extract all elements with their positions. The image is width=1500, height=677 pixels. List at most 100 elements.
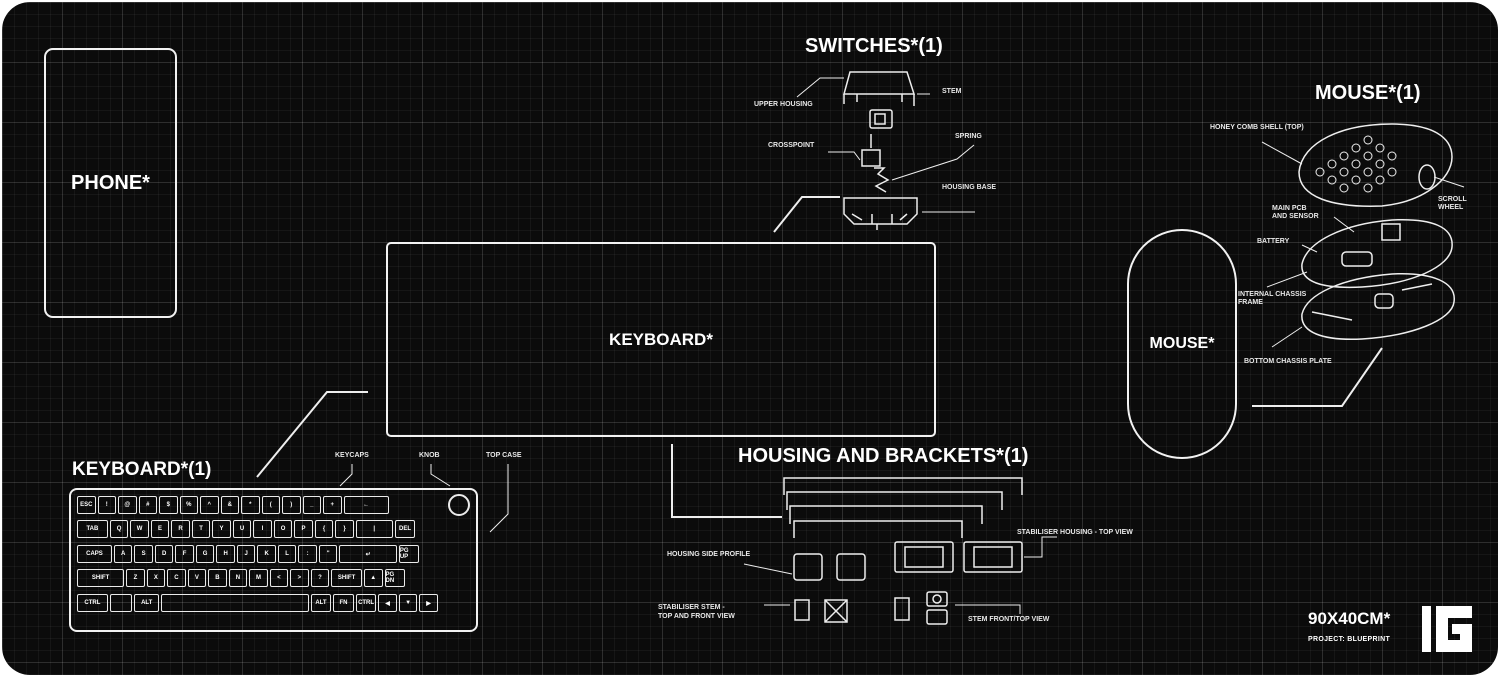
key: PG UP xyxy=(398,545,420,563)
housing-brackets-diagram xyxy=(743,477,1057,625)
label-keycaps: KEYCAPS xyxy=(335,452,369,459)
key: ▼ xyxy=(398,594,418,612)
key: { xyxy=(314,520,334,538)
phone-label: PHONE* xyxy=(71,171,150,194)
keyboard-zone: KEYBOARD* xyxy=(386,242,936,437)
switch-exploded-diagram xyxy=(796,71,975,230)
label-wheel: WHEEL xyxy=(1438,204,1464,211)
label-battery: BATTERY xyxy=(1257,238,1290,245)
key: ALT xyxy=(310,594,332,612)
label-honeycomb-shell: HONEY COMB SHELL (TOP) xyxy=(1210,124,1304,131)
keyboard-leader-line xyxy=(256,391,368,478)
key: ^ xyxy=(200,496,219,514)
key: H xyxy=(216,545,235,563)
key: ( xyxy=(261,496,280,514)
key: E xyxy=(150,520,170,538)
key: J xyxy=(236,545,256,563)
key: Y xyxy=(212,520,231,538)
key: N xyxy=(228,569,248,587)
size-label: 90X40CM* xyxy=(1308,609,1391,628)
key xyxy=(161,594,309,612)
label-knob: KNOB xyxy=(419,452,440,459)
key: V xyxy=(187,569,207,587)
mouse-title: MOUSE*(1) xyxy=(1315,82,1421,104)
label-top-front-view: TOP AND FRONT VIEW xyxy=(658,613,735,620)
key: % xyxy=(179,496,198,514)
switch-leader-line xyxy=(773,196,840,233)
key: | xyxy=(355,520,393,538)
label-bottom-chassis: BOTTOM CHASSIS PLATE xyxy=(1244,358,1332,365)
key: ESC xyxy=(77,496,96,514)
key: DEL xyxy=(394,520,416,538)
mouse-leader-line xyxy=(1252,347,1383,407)
mouse-zone: MOUSE* xyxy=(1127,229,1237,459)
key: SHIFT xyxy=(331,569,362,587)
key: F xyxy=(175,545,194,563)
key: $ xyxy=(159,496,178,514)
key: Z xyxy=(126,569,145,587)
key: A xyxy=(113,545,133,563)
key: R xyxy=(171,520,190,538)
keyboard-title: KEYBOARD*(1) xyxy=(72,459,212,480)
phone-zone: PHONE* xyxy=(44,48,177,318)
label-stem: STEM xyxy=(942,88,962,95)
key: Q xyxy=(109,520,129,538)
label-spring: SPRING xyxy=(955,133,982,140)
logo-icon xyxy=(1422,606,1472,652)
key: ← xyxy=(343,496,389,514)
label-housing-side-profile: HOUSING SIDE PROFILE xyxy=(667,551,751,558)
label-chassis-frame: FRAME xyxy=(1238,299,1263,306)
key: ▶ xyxy=(419,594,438,612)
key: < xyxy=(269,569,289,587)
keyboard-label-leaders xyxy=(339,464,509,533)
key: ▲ xyxy=(364,569,383,587)
key: CAPS xyxy=(77,545,112,563)
key: TAB xyxy=(77,520,108,538)
key: K xyxy=(257,545,276,563)
key: ? xyxy=(310,569,330,587)
key: ◀ xyxy=(378,594,397,612)
knob-icon xyxy=(448,494,470,516)
key: + xyxy=(323,496,342,514)
key xyxy=(109,594,133,612)
label-top-case: TOP CASE xyxy=(486,452,522,459)
label-stabiliser-housing: STABILISER HOUSING - TOP VIEW xyxy=(1017,529,1133,536)
label-stabiliser-stem: STABILISER STEM - xyxy=(658,604,725,611)
key: X xyxy=(146,569,166,587)
key: CTRL xyxy=(77,594,108,612)
switches-title: SWITCHES*(1) xyxy=(805,35,943,57)
label-housing-base: HOUSING BASE xyxy=(942,184,997,191)
key: ! xyxy=(97,496,116,514)
key: " xyxy=(318,545,338,563)
keyboard-zone-label: KEYBOARD* xyxy=(609,329,713,349)
key: T xyxy=(191,520,211,538)
key: } xyxy=(335,520,354,538)
key: S xyxy=(134,545,153,563)
key: * xyxy=(241,496,260,514)
label-crosspoint: CROSSPOINT xyxy=(768,142,815,149)
housing-leader-line xyxy=(671,444,782,518)
key: SHIFT xyxy=(77,569,125,587)
key: G xyxy=(195,545,215,563)
housing-title: HOUSING AND BRACKETS*(1) xyxy=(738,445,1029,467)
key: I xyxy=(253,520,272,538)
key: @ xyxy=(118,496,137,514)
key: FN xyxy=(333,594,354,612)
key: CTRL xyxy=(355,594,377,612)
label-main-pcb: MAIN PCB xyxy=(1272,205,1307,212)
key: PG DN xyxy=(384,569,406,587)
label-internal-chassis: INTERNAL CHASSIS xyxy=(1238,291,1307,298)
mouse-zone-label: MOUSE* xyxy=(1149,335,1215,352)
label-stem-front-top: STEM FRONT/TOP VIEW xyxy=(968,616,1050,623)
mouse-exploded-diagram xyxy=(1261,123,1465,348)
key: ) xyxy=(282,496,301,514)
key: W xyxy=(130,520,149,538)
key: U xyxy=(232,520,252,538)
key: # xyxy=(138,496,157,514)
label-upper-housing: UPPER HOUSING xyxy=(754,101,813,108)
key: ALT xyxy=(134,594,160,612)
key: P xyxy=(294,520,313,538)
keyboard-diagram xyxy=(69,488,478,632)
project-label: PROJECT: BLUEPRINT xyxy=(1308,636,1391,643)
